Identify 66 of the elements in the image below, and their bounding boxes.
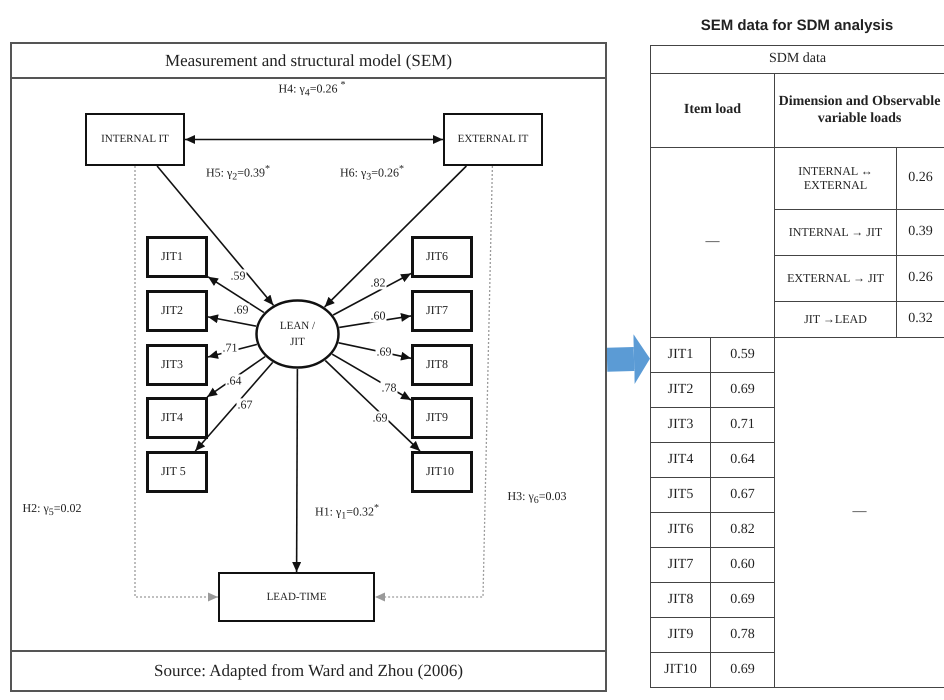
edge-label: .59	[230, 269, 246, 283]
edge-label: .71	[222, 341, 238, 355]
indicator-box: JIT10	[411, 451, 473, 493]
arrow	[339, 313, 412, 328]
indicator-box: JIT 5	[146, 451, 208, 493]
indicator-box: JIT9	[411, 397, 473, 439]
edge-label: .64	[226, 374, 242, 388]
arrow	[332, 354, 412, 401]
table-cell: EXTERNAL → JIT	[774, 256, 896, 302]
arrow	[208, 344, 258, 359]
arrow	[332, 272, 412, 316]
edge-label: .67	[236, 398, 254, 412]
indicator-box: JIT6	[411, 236, 473, 278]
edge-label: .69	[376, 345, 392, 359]
construct-box: LEAD-TIME	[218, 572, 375, 622]
indicator-box: JIT3	[146, 344, 208, 386]
panel-heading: Measurement and structural model (SEM)	[12, 44, 605, 79]
arrow	[324, 360, 421, 452]
table-cell: JIT1	[650, 338, 710, 372]
construct-box: INTERNAL IT	[85, 113, 185, 166]
construct-box: EXTERNAL IT	[443, 113, 543, 166]
arrow	[185, 135, 443, 144]
source-note: Source: Adapted from Ward and Zhou (2006)	[12, 650, 605, 690]
model-panel	[10, 42, 607, 692]
table-cell: JIT →LEAD	[774, 302, 896, 338]
indicator-box: JIT4	[146, 397, 208, 439]
table-cell: JIT9	[650, 618, 710, 652]
edge-label: H3: γ$_{6}$=0.03	[506, 490, 568, 506]
table-cell: SDM data	[650, 46, 944, 74]
latent-variable-ellipse: LEAN / JIT	[255, 299, 340, 369]
edge-label: H6: γ$_{3}$=0.26$^{*}$	[338, 163, 406, 183]
indicator-box: JIT1	[146, 236, 208, 278]
table-cell: JIT8	[650, 582, 710, 618]
dotted-arrow	[375, 166, 494, 602]
header-cell: Item load	[650, 74, 774, 148]
edge-label: .82	[370, 276, 386, 290]
indicator-box: JIT2	[146, 290, 208, 332]
edge-label: .69	[372, 411, 388, 425]
table-cell: INTERNAL → JIT	[774, 210, 896, 256]
arrow	[208, 314, 256, 327]
table-cell: JIT4	[650, 442, 710, 478]
table-cell: JIT7	[650, 548, 710, 582]
edge-label: H2: γ$_{5}$=0.02	[21, 502, 83, 518]
table-cell: JIT3	[650, 408, 710, 442]
arrow	[206, 356, 266, 398]
table-cell: —	[650, 148, 774, 338]
edge-label: .69	[232, 303, 250, 317]
table-cell: JIT5	[650, 478, 710, 512]
table-title: SEM data for SDM analysis	[700, 16, 894, 36]
arrow	[338, 342, 412, 361]
table-cell: 0.59	[710, 338, 774, 372]
edge-label: .60	[370, 309, 386, 323]
dotted-arrow	[134, 166, 218, 602]
arrow	[324, 165, 467, 308]
indicator-box: JIT8	[411, 344, 473, 386]
indicator-box: JIT7	[411, 290, 473, 332]
arrow	[156, 165, 274, 306]
table-cell: INTERNAL ↔ EXTERNAL	[774, 148, 896, 210]
edge-label: .78	[380, 381, 398, 395]
arrow	[292, 369, 302, 572]
block-arrow	[606, 334, 650, 384]
arrow	[208, 276, 264, 314]
table-cell: JIT2	[650, 372, 710, 408]
table-cell: JIT10	[650, 652, 710, 688]
arrow	[194, 362, 274, 452]
table-cell: JIT6	[650, 512, 710, 548]
